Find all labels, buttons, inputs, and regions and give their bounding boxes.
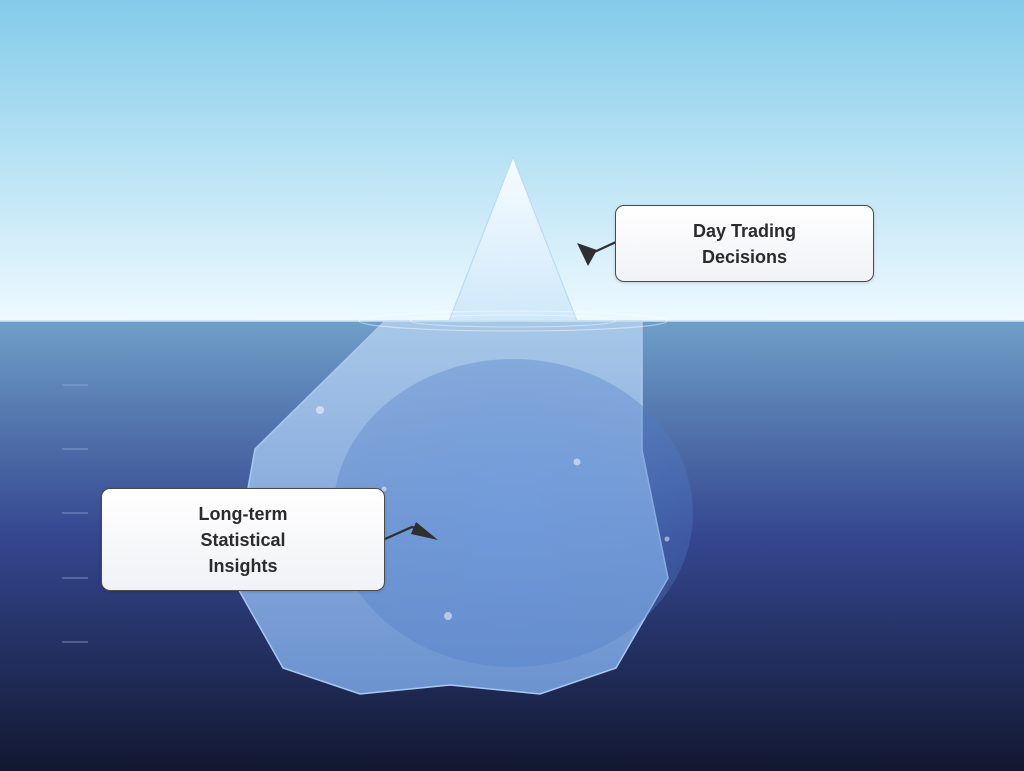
callout-below-water-label: Long-term Statistical Insights: [198, 503, 288, 576]
arrow-to-body: [384, 522, 438, 541]
arrow-to-tip: [577, 241, 617, 266]
arrowhead: [577, 243, 597, 266]
ripple-outer: [358, 310, 668, 332]
callout-below-water: Long-term Statistical Insights: [101, 488, 385, 591]
bubble: [316, 406, 324, 414]
iceberg-core: [333, 359, 693, 667]
ripple-inner: [409, 314, 617, 328]
depth-markers: [62, 384, 88, 643]
callout-above-water: Day Trading Decisions: [615, 205, 874, 282]
callout-above-water-label: Day Trading Decisions: [692, 220, 797, 267]
bubble: [573, 458, 581, 466]
bubble: [664, 536, 670, 542]
arrowhead: [411, 522, 438, 540]
bubble: [444, 612, 452, 620]
ripples: [358, 310, 668, 332]
